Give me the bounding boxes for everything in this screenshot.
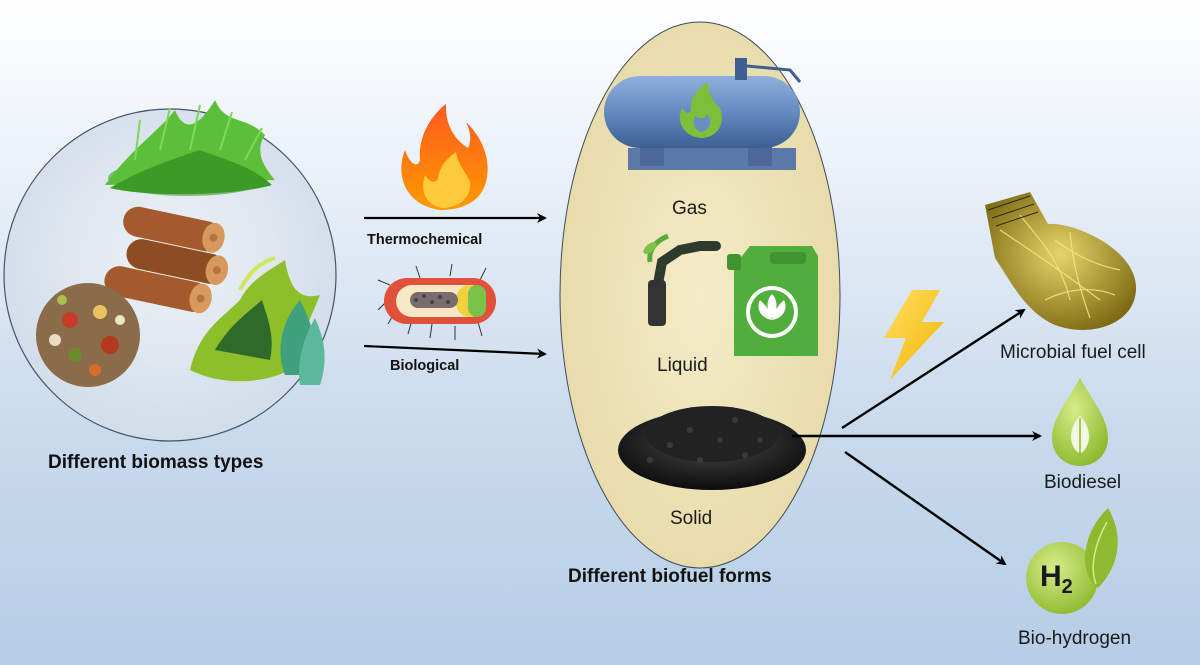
bio-hydrogen-label: Bio-hydrogen xyxy=(1018,628,1132,649)
microbial-fuel-cell-label: Microbial fuel cell xyxy=(1000,342,1146,363)
gas-label: Gas xyxy=(672,198,707,219)
arrow-biological xyxy=(363,344,547,359)
biological-label: Biological xyxy=(390,358,460,374)
drop-leaf-icon xyxy=(1052,378,1108,466)
lightning-icon xyxy=(884,290,944,380)
biofuel-caption: Different biofuel forms xyxy=(568,566,772,587)
fuel-pump-icon xyxy=(643,233,721,326)
grass-icon xyxy=(105,100,275,196)
h2-subscript: 2 xyxy=(1061,576,1073,598)
h2-icon xyxy=(1026,508,1118,614)
arrow-to-fuel-cell xyxy=(841,308,1026,430)
biodiesel-label: Biodiesel xyxy=(1044,472,1122,493)
jerrycan-icon xyxy=(727,246,818,356)
h2-symbol: H2 xyxy=(1040,560,1073,599)
biomass-caption: Different biomass types xyxy=(48,452,264,473)
food-waste-icon xyxy=(36,283,140,387)
algae-icon xyxy=(190,256,325,385)
gas-tank-icon xyxy=(604,58,802,170)
solid-label: Solid xyxy=(670,508,713,529)
arrow-to-biohydrogen xyxy=(844,451,1007,566)
bacterium-icon xyxy=(377,263,496,340)
biochar-icon xyxy=(618,406,806,490)
liquid-label: Liquid xyxy=(657,355,708,376)
fire-icon xyxy=(401,104,488,210)
wood-logs-icon xyxy=(104,206,229,314)
h2-letter: H xyxy=(1040,560,1062,593)
thermochemical-label: Thermochemical xyxy=(367,232,483,248)
bulb-icon xyxy=(985,192,1137,330)
